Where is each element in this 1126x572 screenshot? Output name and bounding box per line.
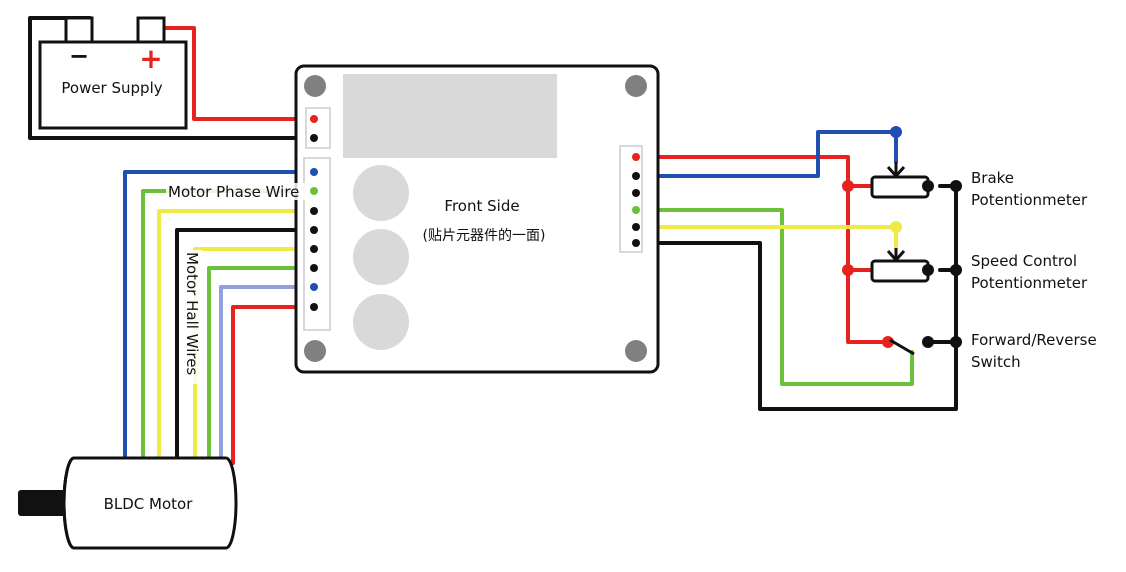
speed-node-black-a xyxy=(922,264,934,276)
battery-minus-sign: − xyxy=(69,42,89,70)
motor-connector xyxy=(303,157,331,331)
switch-node-black-a xyxy=(922,336,934,348)
pin-phase-yellow xyxy=(310,207,318,215)
brake-label-line2: Potentionmeter xyxy=(971,191,1088,209)
pin-hall-green xyxy=(310,264,318,272)
hall-wire-light-blue xyxy=(219,285,312,460)
pin-control-black xyxy=(632,239,640,247)
connector-pins xyxy=(310,115,640,311)
speed-wiper-node xyxy=(890,221,902,233)
mount-hole-top-right xyxy=(625,75,647,97)
pin-power-negative xyxy=(310,134,318,142)
power-negative-wire xyxy=(28,16,312,140)
phase-label-backing xyxy=(166,183,306,200)
mount-hole-bottom-left xyxy=(304,340,326,362)
power-supply: − + Power Supply xyxy=(38,16,188,130)
brake-wiper-node xyxy=(890,126,902,138)
hall-wire-yellow xyxy=(193,247,312,460)
pin-phase-green xyxy=(310,187,318,195)
brake-potentiometer xyxy=(842,126,962,199)
pin-hall-light-blue xyxy=(310,283,318,291)
battery-plus-sign: + xyxy=(139,42,162,75)
hall-wire-red xyxy=(231,305,312,465)
battery-body xyxy=(38,40,188,130)
speed-node-red xyxy=(842,264,854,276)
speed-pot-body xyxy=(870,259,930,283)
motor-shaft xyxy=(18,490,68,516)
board-capacitor-1 xyxy=(353,165,409,221)
mount-hole-top-left xyxy=(304,75,326,97)
pin-control-yellow xyxy=(632,223,640,231)
brake-pot-body xyxy=(870,175,930,199)
bldc-motor: BLDC Motor xyxy=(18,456,238,550)
power-positive-wire xyxy=(158,26,312,121)
speed-pot-wiper-arrow xyxy=(886,248,906,263)
brake-node-red xyxy=(842,180,854,192)
board-chip-area xyxy=(343,74,557,158)
phase-wire-blue xyxy=(123,170,312,460)
switch-lever xyxy=(889,338,915,356)
pin-control-red xyxy=(632,153,640,161)
control-connector xyxy=(619,145,643,253)
mount-hole-bottom-right xyxy=(625,340,647,362)
pin-phase-blue xyxy=(310,168,318,176)
hall-label-backing xyxy=(184,250,202,384)
battery-terminal-positive xyxy=(136,16,166,46)
switch-label-line1: Forward/Reverse xyxy=(971,331,1097,349)
power-connector xyxy=(305,107,331,149)
speed-label-line2: Potentionmeter xyxy=(971,274,1088,292)
power-supply-label: Power Supply xyxy=(61,79,162,97)
pin-control-nc xyxy=(632,189,640,197)
speed-potentiometer xyxy=(842,221,962,283)
speed-node-black-b xyxy=(950,264,962,276)
switch-node-black-b xyxy=(950,336,962,348)
switch-label-line2: Switch xyxy=(971,353,1021,371)
control-wire-red xyxy=(634,155,890,344)
brake-node-black-a xyxy=(922,180,934,192)
motor-phase-wire-label: Motor Phase Wire xyxy=(168,183,299,201)
forward-reverse-switch xyxy=(882,336,962,356)
motor-end-cap xyxy=(62,456,75,550)
control-wire-blue xyxy=(634,130,898,178)
pin-control-green xyxy=(632,206,640,214)
hall-wire-black xyxy=(175,228,312,460)
bldc-motor-label: BLDC Motor xyxy=(104,495,194,513)
board-capacitor-2 xyxy=(353,229,409,285)
brake-label-line1: Brake xyxy=(971,169,1014,187)
pin-control-blue xyxy=(632,172,640,180)
pin-hall-black xyxy=(310,226,318,234)
speed-label-line1: Speed Control xyxy=(971,252,1077,270)
phase-wire-yellow xyxy=(157,209,312,460)
control-wire-black-taps xyxy=(926,184,958,344)
pin-hall-red xyxy=(310,303,318,311)
control-wire-black xyxy=(634,184,958,411)
pin-power-positive xyxy=(310,115,318,123)
brake-node-black-b xyxy=(950,180,962,192)
front-side-sublabel: (贴片元器件的一面) xyxy=(423,228,546,244)
brake-pot-wiper-arrow xyxy=(886,162,906,179)
battery-terminal-negative xyxy=(64,16,94,46)
controller-board: Front Side (贴片元器件的一面) xyxy=(294,64,660,374)
board-capacitor-3 xyxy=(353,294,409,350)
control-wire-green xyxy=(634,208,914,386)
pin-hall-yellow xyxy=(310,245,318,253)
front-side-label: Front Side xyxy=(444,197,519,215)
hall-wire-green xyxy=(207,266,312,460)
motor-hall-wires-label: Motor Hall Wires xyxy=(183,252,201,375)
